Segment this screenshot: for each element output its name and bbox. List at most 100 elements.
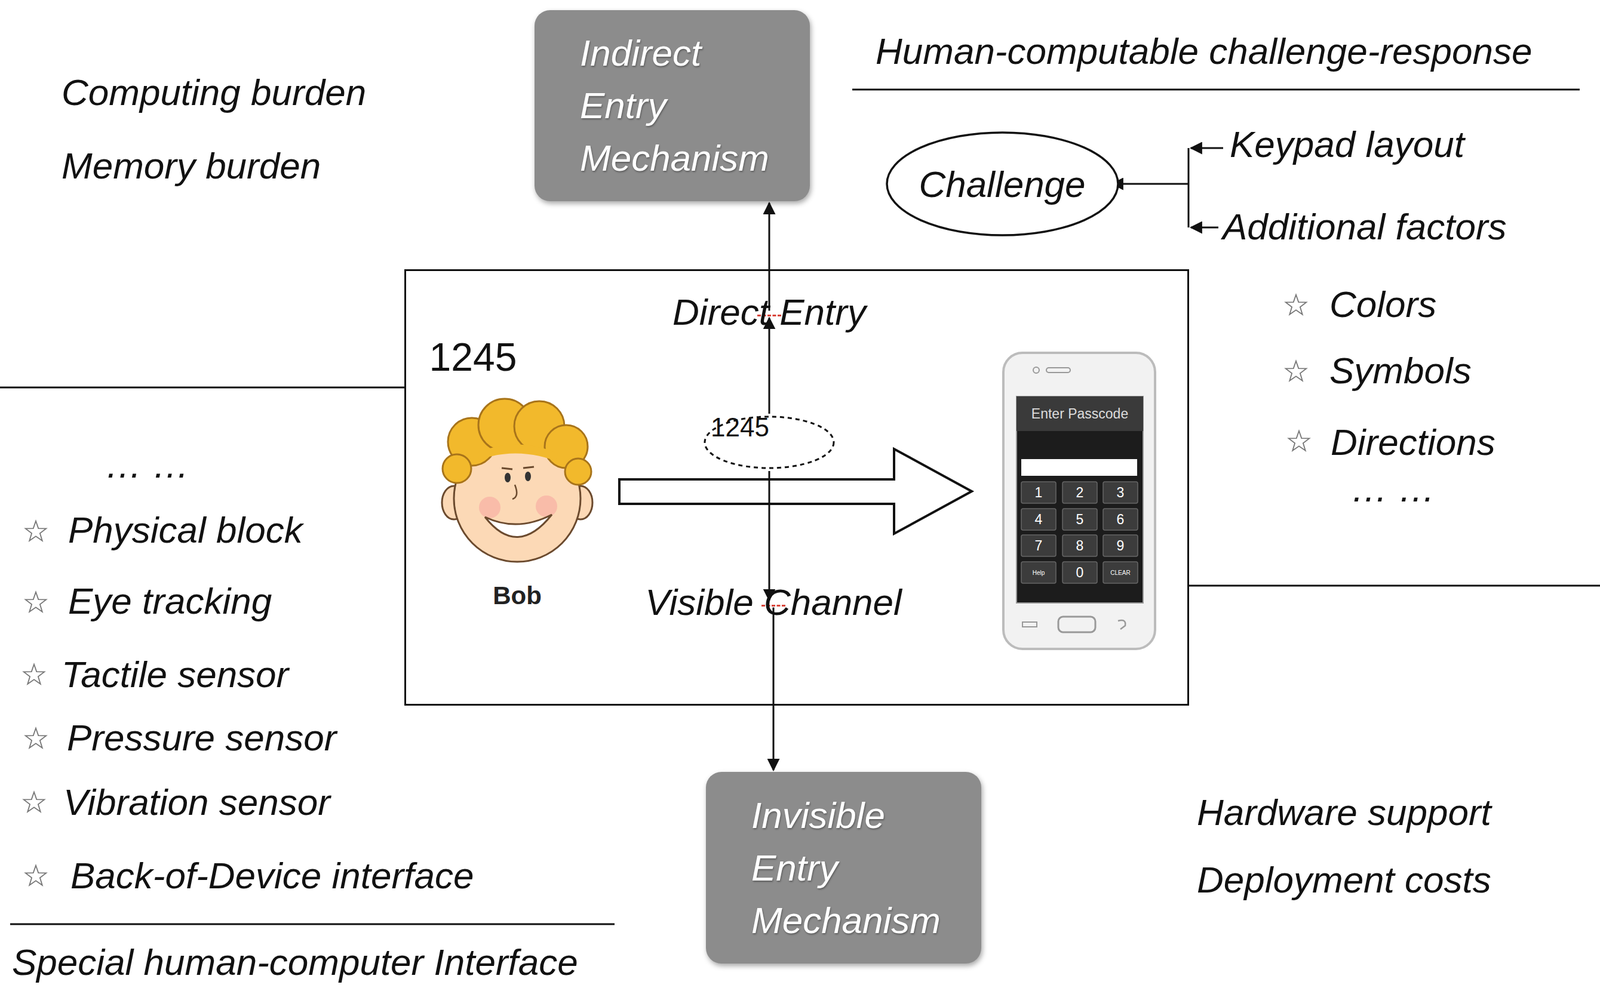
challenge-bracket bbox=[1112, 148, 1224, 228]
channel-label: Visible Channel bbox=[761, 602, 786, 607]
note-text: Human-computable challenge-response bbox=[875, 29, 1532, 73]
challenge-bracket bbox=[1112, 183, 1189, 186]
keypad-key-label: 1 bbox=[1035, 484, 1043, 502]
phone-illustration bbox=[1021, 481, 1056, 504]
phone-illustration bbox=[1016, 396, 1144, 432]
star-bullets bbox=[23, 664, 45, 685]
scene-frame: 12451245Direct EntryVisible Channel bbox=[404, 269, 1190, 706]
phone-illustration bbox=[1016, 396, 1144, 604]
phone-illustration bbox=[1021, 508, 1056, 531]
bob-face bbox=[501, 467, 534, 470]
keypad-key-label: 3 bbox=[1116, 484, 1125, 502]
phone-illustration bbox=[1058, 616, 1096, 633]
phone-illustration bbox=[1062, 481, 1098, 504]
phone-illustration bbox=[1118, 620, 1126, 630]
node-text: Invisible Entry Mechanism bbox=[751, 789, 964, 948]
note-text: Additional factors bbox=[1222, 205, 1507, 248]
note-text: Directions bbox=[1330, 421, 1496, 464]
keypad-key-label: 0 bbox=[1076, 564, 1084, 582]
flow-arrow bbox=[772, 607, 775, 772]
bob-face bbox=[477, 444, 559, 462]
note-text: Memory burden bbox=[61, 144, 321, 187]
note-text: Vibration sensor bbox=[63, 781, 331, 824]
divider-lines bbox=[0, 387, 405, 389]
star-bullets bbox=[1285, 295, 1307, 315]
note-text: Special human-computer Interface bbox=[11, 941, 579, 984]
star-bullets bbox=[1285, 361, 1307, 382]
person-name: Bob bbox=[492, 581, 542, 611]
bob-face bbox=[512, 484, 517, 500]
note-text: Tactile sensor bbox=[61, 653, 289, 696]
keypad-key-label: CLEAR bbox=[1110, 569, 1130, 577]
phone-illustration bbox=[1103, 562, 1138, 584]
phone-illustration bbox=[1062, 535, 1098, 557]
flow-arrow bbox=[768, 318, 771, 415]
phone-illustration bbox=[1022, 622, 1037, 628]
note-text: … … bbox=[1350, 467, 1436, 511]
keypad-key-label: 4 bbox=[1035, 511, 1043, 528]
note-text: Colors bbox=[1329, 283, 1437, 326]
divider-lines bbox=[10, 923, 615, 926]
note-text: Eye tracking bbox=[68, 579, 272, 623]
divider-lines bbox=[1189, 585, 1600, 588]
note-text: Back-of-Device interface bbox=[70, 854, 474, 898]
node-text: Visible Channel bbox=[645, 579, 902, 625]
keypad-key-label: 7 bbox=[1035, 538, 1043, 555]
node-text: 1245 bbox=[710, 412, 770, 443]
bob-face bbox=[535, 495, 558, 518]
bob-face bbox=[478, 496, 501, 519]
keypad-key-label: 9 bbox=[1116, 538, 1125, 555]
note-text: Computing burden bbox=[61, 71, 367, 114]
bob-face bbox=[484, 514, 552, 538]
keypad-key-label: 2 bbox=[1076, 484, 1084, 502]
mechanism-box: Indirect Entry Mechanism bbox=[534, 10, 810, 202]
channel-label: Direct Entry bbox=[757, 312, 782, 317]
phone-illustration bbox=[1003, 352, 1156, 650]
star-bullets bbox=[1288, 431, 1310, 451]
challenge-bracket bbox=[1187, 148, 1190, 228]
divider-lines bbox=[852, 88, 1580, 91]
note-text: Symbols bbox=[1329, 349, 1472, 392]
challenge-bracket bbox=[1190, 226, 1219, 229]
bob-face bbox=[504, 473, 511, 483]
challenge-bracket bbox=[1190, 147, 1224, 150]
star-bullets bbox=[25, 865, 47, 886]
note-text: Hardware support bbox=[1196, 791, 1492, 834]
star-bullets bbox=[25, 592, 47, 613]
star-bullets bbox=[23, 792, 45, 813]
keypad-key-label: 8 bbox=[1076, 538, 1084, 555]
star-bullets bbox=[25, 521, 47, 542]
phone-illustration bbox=[1062, 562, 1098, 584]
phone-illustration bbox=[1021, 481, 1138, 584]
note-text: … … bbox=[105, 443, 190, 487]
keypad-key-label: Help bbox=[1032, 569, 1046, 577]
passcode-bubble: 1245 bbox=[702, 415, 836, 471]
challenge-ellipse: Challenge bbox=[885, 130, 1120, 238]
note-text: Deployment costs bbox=[1196, 858, 1492, 902]
node-text: Indirect Entry Mechanism bbox=[579, 26, 792, 185]
mechanism-box: Invisible Entry Mechanism bbox=[705, 772, 982, 964]
phone-illustration bbox=[1021, 459, 1138, 476]
phone-illustration bbox=[1021, 562, 1056, 584]
star-bullets bbox=[23, 295, 1310, 886]
note-text: Physical block bbox=[68, 508, 303, 552]
ellipse-outline bbox=[886, 132, 1119, 236]
phone-illustration bbox=[1062, 508, 1098, 531]
phone-illustration bbox=[1033, 367, 1040, 374]
flow-arrow bbox=[768, 471, 771, 601]
bob-face bbox=[564, 458, 592, 485]
keypad-key-label: 5 bbox=[1076, 511, 1084, 528]
star-bullets bbox=[25, 728, 47, 749]
bob-face bbox=[524, 471, 531, 482]
phone-illustration bbox=[1003, 352, 1156, 650]
bob-face bbox=[442, 454, 472, 484]
phone-illustration bbox=[1021, 535, 1056, 557]
phone-illustration bbox=[1103, 535, 1138, 557]
note-text: Pressure sensor bbox=[66, 716, 337, 760]
node-text: Challenge bbox=[918, 163, 1086, 206]
phone-illustration bbox=[1103, 508, 1138, 531]
node-text: Direct Entry bbox=[672, 289, 866, 334]
bob-face bbox=[441, 398, 593, 563]
node-text: 1245 bbox=[429, 334, 518, 380]
phone-illustration bbox=[1046, 367, 1071, 373]
